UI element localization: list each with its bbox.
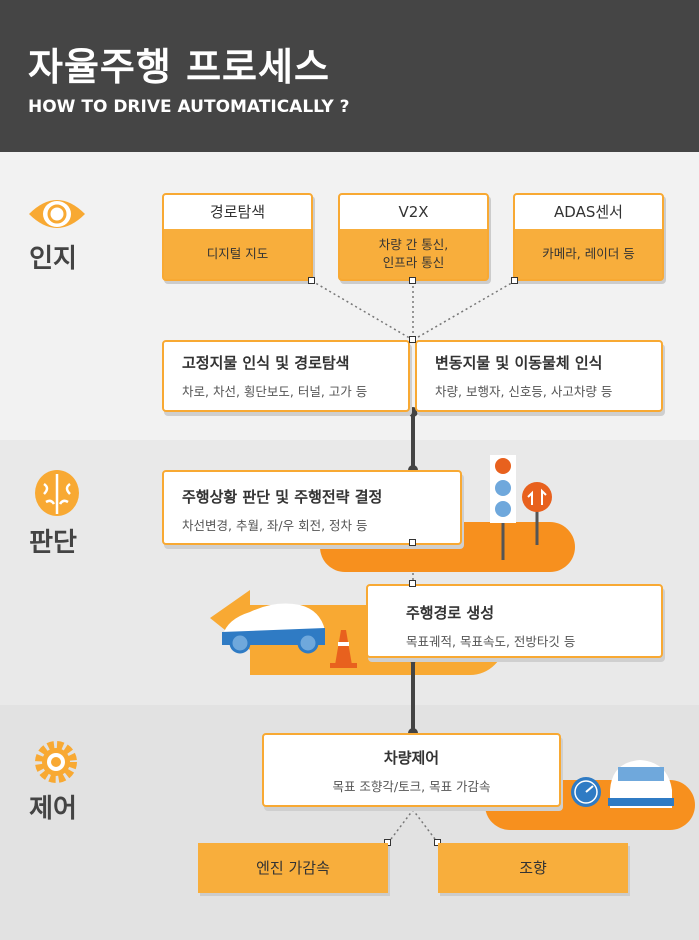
brain-icon: [35, 470, 79, 516]
car-front-icon: [608, 760, 674, 808]
box-title: 주행상황 판단 및 주행전략 결정: [182, 488, 383, 506]
source-card-route-search: 경로탐색 디지털 지도: [162, 193, 313, 281]
output-engine-acceleration: 엔진 가감속: [198, 843, 388, 893]
connector-node: [409, 277, 416, 284]
output-steering: 조향: [438, 843, 628, 893]
source-card-v2x: V2X 차량 간 통신, 인프라 통신: [338, 193, 489, 281]
eye-icon: [29, 200, 85, 228]
source-card-adas: ADAS센서 카메라, 레이더 등: [513, 193, 664, 281]
box-desc: 차량, 보행자, 신호등, 사고차량 등: [435, 384, 613, 399]
recognition-box-fixed: 고정지물 인식 및 경로탐색 차로, 차선, 횡단보도, 터널, 고가 등: [162, 340, 410, 412]
box-desc: 목표 조향각/토크, 목표 가감속: [332, 779, 491, 794]
vehicle-control-box: 차량제어 목표 조향각/토크, 목표 가감속: [262, 733, 561, 807]
stage-label-judgment: 판단: [29, 528, 77, 558]
card-desc: 디지털 지도: [206, 246, 269, 261]
card-title: 경로탐색: [164, 195, 311, 229]
box-title: 변동지물 및 이동물체 인식: [435, 354, 603, 372]
connector-node: [434, 839, 441, 846]
header: [0, 0, 699, 152]
car-icon: [222, 603, 325, 654]
box-desc: 목표궤적, 목표속도, 전방타깃 등: [406, 634, 576, 649]
stage-label-control: 제어: [29, 794, 77, 824]
box-title: 차량제어: [383, 749, 440, 767]
stage-label-perception: 인지: [29, 244, 77, 274]
box-desc: 차선변경, 추월, 좌/우 회전, 정차 등: [182, 518, 368, 533]
decision-box: 주행상황 판단 및 주행전략 결정 차선변경, 추월, 좌/우 회전, 정차 등: [162, 470, 462, 545]
connector-node: [511, 277, 518, 284]
box-title: 주행경로 생성: [406, 604, 495, 622]
box-title: 고정지물 인식 및 경로탐색: [182, 354, 350, 372]
connector-node: [409, 539, 416, 546]
card-title: V2X: [340, 195, 487, 229]
page-title: 자율주행 프로세스: [28, 45, 330, 89]
gear-icon: [35, 741, 77, 783]
connector-node: [409, 580, 416, 587]
traffic-cone-icon: [330, 630, 357, 668]
speedometer-icon: [571, 777, 601, 807]
page-subtitle: HOW TO DRIVE AUTOMATICALLY ?: [28, 97, 350, 117]
card-desc: 카메라, 레이더 등: [542, 246, 635, 261]
recognition-box-moving: 변동지물 및 이동물체 인식 차량, 보행자, 신호등, 사고차량 등: [415, 340, 663, 412]
connector-node: [308, 277, 315, 284]
card-title: ADAS센서: [515, 195, 662, 229]
road-sign-icon: [522, 482, 552, 545]
box-desc: 차로, 차선, 횡단보도, 터널, 고가 등: [182, 384, 368, 399]
connector-node: [409, 336, 416, 343]
traffic-light-icon: [490, 455, 516, 560]
route-box: 주행경로 생성 목표궤적, 목표속도, 전방타깃 등: [366, 584, 663, 658]
card-desc: 차량 간 통신, 인프라 통신: [378, 237, 449, 270]
